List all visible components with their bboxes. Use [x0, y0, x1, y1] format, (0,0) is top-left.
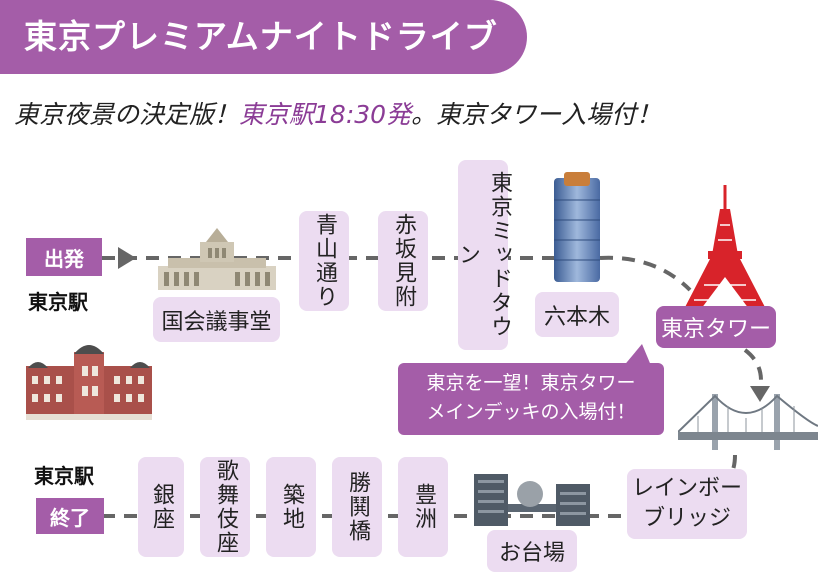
start-station: 東京駅 — [28, 290, 88, 314]
start-arrow-icon — [118, 247, 136, 269]
stop-odaiba: お台場 — [487, 530, 577, 572]
start-tag: 出発 — [26, 238, 102, 276]
odaiba-building-icon — [474, 474, 590, 526]
subtitle: 東京夜景の決定版！東京駅18:30発。東京タワー入場付！ — [14, 95, 661, 131]
stop-kokkai: 国会議事堂 — [153, 297, 280, 342]
callout: 東京を一望！東京タワー メインデッキの入場付！ — [398, 363, 664, 435]
callout-pointer — [622, 344, 652, 368]
stop-label: 豊洲 — [411, 483, 436, 531]
stop-label: 銀座 — [149, 483, 174, 531]
page-title: 東京プレミアムナイトドライブ — [0, 0, 527, 74]
stop-toyosu: 豊洲 — [398, 457, 448, 557]
stop-label: お台場 — [498, 541, 565, 566]
end-tag: 終了 — [36, 498, 104, 534]
bridge-label-line1: レインボー — [631, 476, 742, 502]
stop-label: 東京ミッドタウン — [455, 171, 512, 339]
diet-building-icon — [158, 228, 276, 290]
rainbow-bridge-icon — [678, 394, 818, 450]
stop-rainbow-bridge: レインボー ブリッジ — [627, 469, 747, 539]
end-station: 東京駅 — [34, 464, 94, 488]
callout-line2: メインデッキの入場付！ — [426, 400, 636, 423]
down-arrow-icon — [750, 386, 770, 402]
stop-roppongi: 六本木 — [535, 292, 619, 337]
stop-kabukiza: 歌舞伎座 — [200, 457, 250, 557]
subtitle-highlight: 東京駅18:30発 — [239, 100, 412, 129]
stop-label: 青山通り — [312, 213, 337, 309]
bridge-label-line2: ブリッジ — [642, 506, 731, 531]
stop-label: 国会議事堂 — [161, 309, 272, 335]
stop-midtown: 東京ミッドタウン — [455, 160, 512, 350]
subtitle-part1: 東京夜景の決定版！ — [14, 100, 240, 129]
stop-label: 歌舞伎座 — [213, 459, 238, 555]
tokyo-station-icon — [26, 345, 152, 420]
stop-akasaka: 赤坂見附 — [378, 211, 428, 311]
subtitle-part2: 。東京タワー入場付！ — [411, 100, 662, 129]
stop-kachidoki: 勝鬨橋 — [332, 457, 382, 557]
stop-label: 赤坂見附 — [391, 213, 416, 309]
tokyo-tower-icon — [682, 185, 768, 313]
midtown-tower-icon — [554, 172, 600, 282]
stop-ginza: 銀座 — [138, 457, 184, 557]
stop-label: 六本木 — [543, 304, 610, 330]
stop-label: 勝鬨橋 — [345, 471, 370, 543]
stop-tsukiji: 築地 — [266, 457, 316, 557]
stop-aoyama: 青山通り — [299, 211, 349, 311]
callout-line1: 東京を一望！東京タワー — [426, 372, 636, 394]
stop-label: 築地 — [279, 483, 304, 531]
tokyo-tower-label: 東京タワー — [656, 306, 776, 348]
